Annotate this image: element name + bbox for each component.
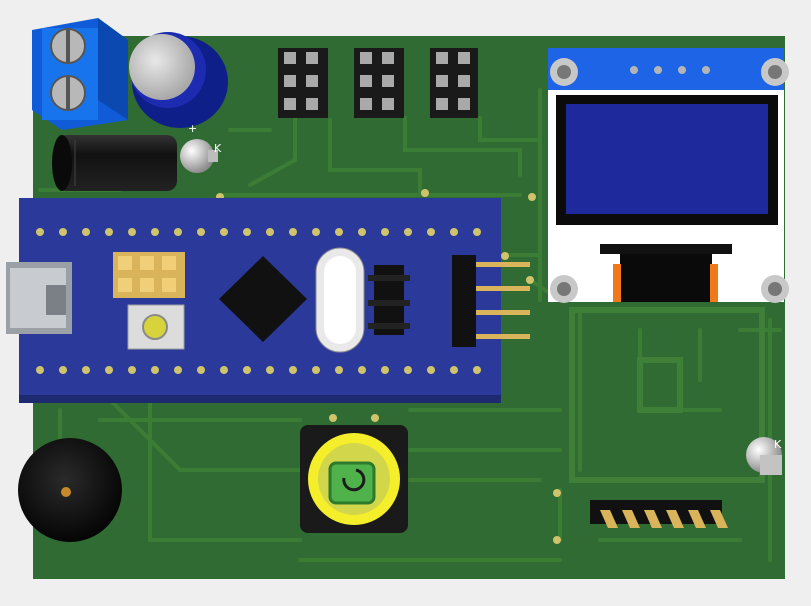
voltage-regulator [368,265,410,335]
oled-display-module [548,48,789,303]
led-right-cathode-label: K [774,438,782,451]
mcu-chip [219,256,307,342]
cap-polarity-label: + [188,122,197,135]
reset-button [127,304,185,350]
boot-jumper-pins [113,252,185,298]
programming-header [452,255,530,347]
tactile-switch [300,425,408,533]
led-top [180,139,218,173]
jumper-header-2 [354,48,404,118]
six-pin-header [590,500,728,528]
led-top-cathode-label: K [214,142,222,155]
bluepill-board [19,198,501,403]
micro-usb-connector [6,262,72,334]
bluepill-pin-row-top [36,228,481,236]
inductor [52,135,177,191]
screw-terminal-block [32,18,128,130]
buzzer [18,438,122,542]
bluepill-pin-row-bottom [36,366,481,374]
jumper-header-3 [430,48,478,118]
crystal-oscillator [315,247,365,353]
jumper-header-1 [278,48,328,118]
copper-traces [38,88,782,562]
rf-module-footprint [569,307,765,483]
led-right [746,437,782,475]
electrolytic-capacitor-blue [129,32,228,128]
